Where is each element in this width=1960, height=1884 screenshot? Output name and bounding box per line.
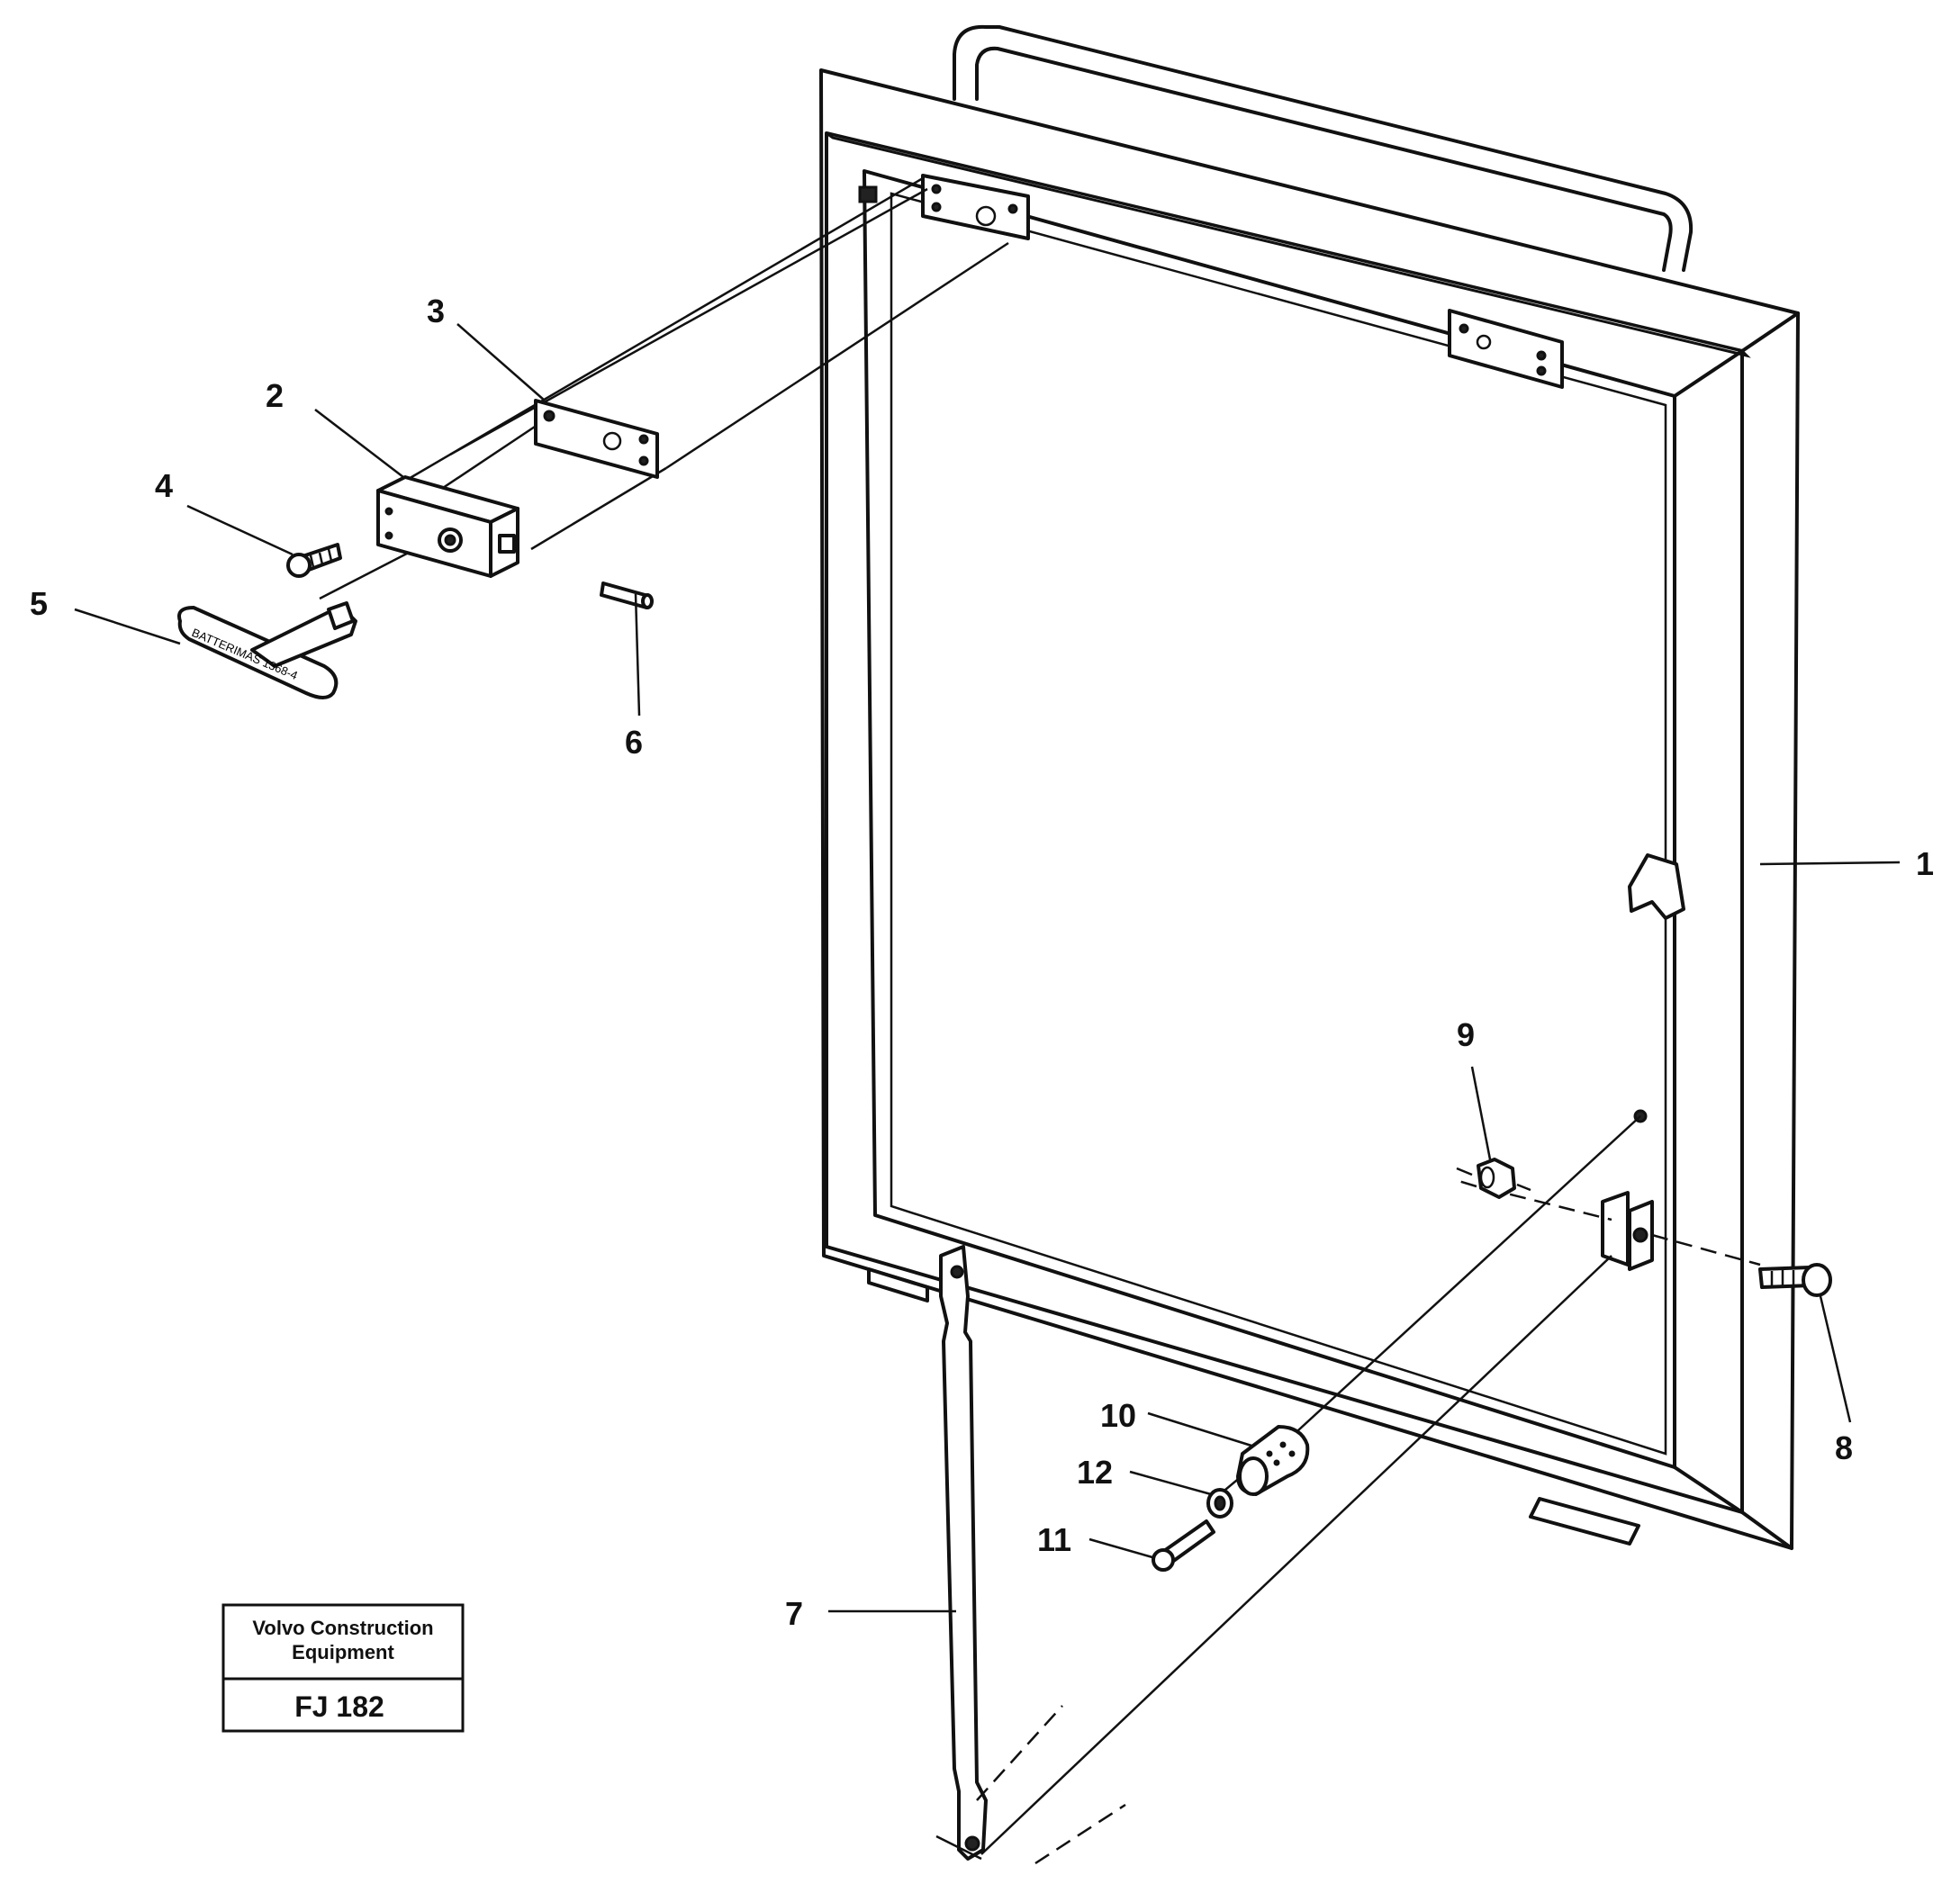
callout-5: 5 — [30, 585, 48, 622]
callout-1: 1 — [1916, 845, 1934, 882]
callout-3: 3 — [427, 293, 445, 329]
part-5-key: BATTERIMAS 1368-4 — [177, 601, 357, 699]
callouts: 1 2 3 4 5 6 7 8 9 10 12 11 — [30, 293, 1934, 1632]
part-6-pin — [600, 581, 654, 609]
assembly-lines-top — [319, 176, 1009, 600]
part-7-stay-bar — [935, 1245, 988, 1861]
part-3-plate — [534, 399, 659, 479]
callout-9: 9 — [1457, 1016, 1475, 1053]
leader-lines — [74, 323, 1901, 1613]
title-reference: FJ 182 — [294, 1690, 384, 1723]
title-company-line2: Equipment — [292, 1641, 394, 1663]
callout-2: 2 — [266, 377, 284, 414]
callout-8: 8 — [1835, 1429, 1853, 1466]
callout-10: 10 — [1100, 1397, 1136, 1434]
part-8-bolt — [1758, 1263, 1832, 1297]
callout-11: 11 — [1037, 1521, 1071, 1558]
part-4-screw — [286, 543, 342, 578]
callout-4: 4 — [155, 467, 173, 504]
callout-12: 12 — [1077, 1454, 1113, 1491]
callout-6: 6 — [625, 724, 643, 761]
title-company-line1: Volvo Construction — [252, 1617, 433, 1639]
part-9-nut — [1456, 1158, 1531, 1199]
title-block: Volvo Construction Equipment FJ 182 — [221, 1603, 465, 1733]
part-12-washer — [1206, 1488, 1233, 1519]
part-10-bushing — [1236, 1425, 1310, 1496]
part-11-screw — [1152, 1519, 1215, 1572]
callout-7: 7 — [785, 1595, 803, 1632]
part-2-lock-housing — [376, 475, 519, 578]
